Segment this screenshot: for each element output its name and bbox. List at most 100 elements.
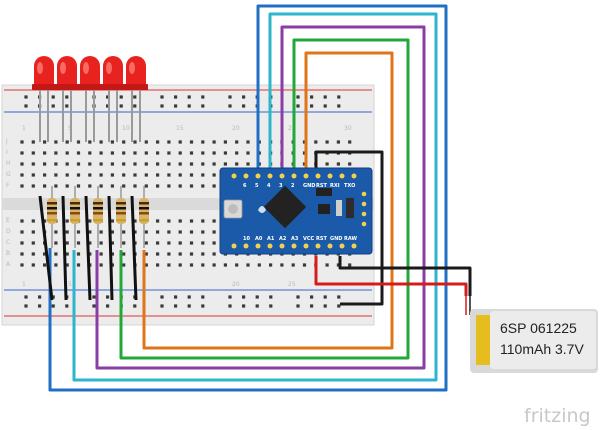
tie-point (88, 151, 92, 155)
row-label-j: J (5, 138, 8, 145)
tie-point (65, 162, 69, 166)
pin-label-3: 3 (279, 183, 283, 189)
tie-point (167, 173, 171, 177)
tie-point (167, 184, 171, 188)
tie-point (325, 162, 329, 166)
top-pin-header (231, 173, 357, 179)
tie-point (54, 173, 58, 177)
pin-label-rst-bottom: RST (316, 236, 327, 242)
fritzing-brand: fritzing (524, 405, 591, 427)
reset-button[interactable] (223, 199, 243, 219)
tie-point (178, 162, 182, 166)
tie-point (246, 263, 250, 267)
rail-hole (51, 295, 55, 299)
rail-hole (187, 304, 191, 308)
tie-point (99, 184, 103, 188)
tie-point (291, 263, 295, 267)
col-label-20: 20 (232, 125, 240, 132)
tie-point (336, 263, 340, 267)
tie-point (88, 173, 92, 177)
tie-point (43, 219, 47, 223)
row-label-d: D (6, 228, 11, 235)
tie-point (54, 162, 58, 166)
tie-point (144, 241, 148, 245)
tie-point (201, 252, 205, 256)
tie-point (201, 219, 205, 223)
tie-point (65, 219, 69, 223)
tie-point (201, 241, 205, 245)
tie-point (144, 263, 148, 267)
jumper-5 (130, 195, 138, 301)
tie-point (88, 219, 92, 223)
tie-point (20, 263, 24, 267)
rail-hole (242, 295, 246, 299)
tie-point (88, 184, 92, 188)
tie-point (189, 219, 194, 223)
tie-point (31, 173, 35, 177)
wire-green (119, 38, 410, 360)
tie-point (20, 162, 24, 166)
tie-point (167, 263, 171, 267)
tie-point (43, 162, 47, 166)
side-pin-header (361, 191, 367, 227)
rail-hole (106, 295, 110, 299)
tie-point (122, 151, 126, 155)
led-legs (39, 90, 141, 142)
rail-hole (296, 95, 300, 99)
tie-point (110, 241, 114, 245)
jumper-3 (84, 195, 92, 301)
pin-label-5: 5 (255, 183, 259, 189)
resistor-4 (116, 186, 126, 248)
tie-point (235, 263, 239, 267)
tie-point (133, 140, 137, 144)
rail-hole (160, 104, 164, 108)
rail-hole (323, 304, 327, 308)
tie-point (223, 162, 227, 166)
rail-hole (65, 304, 69, 308)
pin-label-rxi: RXI (330, 183, 340, 189)
rail-hole (51, 304, 55, 308)
tie-point (43, 252, 47, 256)
rail-hole (296, 304, 300, 308)
tie-point (189, 140, 194, 144)
tie-point (201, 173, 205, 177)
tie-point (76, 162, 81, 166)
tie-point (156, 219, 160, 223)
tie-point (76, 184, 81, 188)
pin-label-txo: TXO (344, 183, 355, 189)
led-5 (124, 56, 148, 90)
wire-red-battery (314, 256, 468, 296)
tie-point (110, 162, 114, 166)
col-label-15: 15 (176, 125, 184, 132)
tie-point (212, 263, 216, 267)
tie-point (201, 162, 205, 166)
rail-hole (228, 95, 232, 99)
tie-point (65, 263, 69, 267)
resistors (47, 186, 149, 248)
pin-label-gnd-bottom: GND (330, 236, 342, 242)
rail-hole (38, 295, 42, 299)
tie-point (235, 151, 239, 155)
tie-point (88, 230, 92, 234)
tie-point (348, 162, 352, 166)
tie-point (54, 151, 58, 155)
col-label-20-bottom: 20 (232, 281, 240, 288)
jumper-4 (107, 195, 114, 301)
tie-point (54, 140, 58, 144)
tie-point (31, 230, 35, 234)
row-labels: J I H G F E D C B A (5, 138, 11, 268)
tie-point (280, 263, 284, 267)
tie-point (20, 140, 24, 144)
pin-label-rst-top: RST (316, 183, 327, 189)
lipo-battery: 6SP 061225 110mAh 3.7V (465, 296, 598, 373)
col-label-1: 1 (22, 125, 26, 132)
tie-point (99, 230, 103, 234)
tie-point (20, 252, 24, 256)
rail-hole (160, 304, 164, 308)
tie-point (201, 140, 205, 144)
tie-point (235, 140, 239, 144)
tie-point (133, 151, 137, 155)
rail-hole (65, 104, 69, 108)
rail-hole (310, 104, 314, 108)
tie-point (167, 162, 171, 166)
